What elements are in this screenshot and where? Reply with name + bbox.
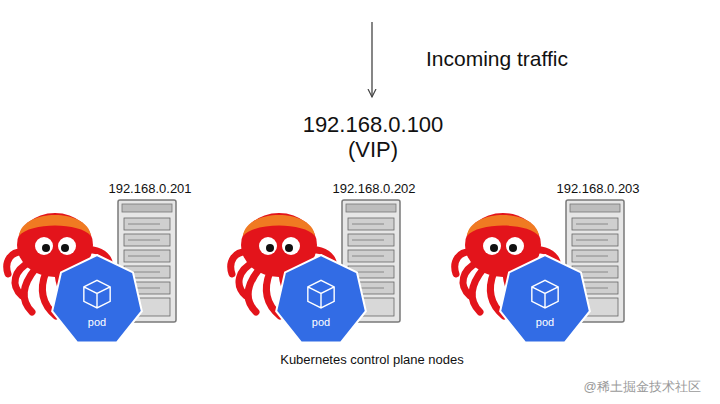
label-box: 192.168.0.203: [556, 181, 639, 196]
pod-icon: pod: [274, 254, 368, 348]
label-box: 192.168.0.202: [332, 181, 415, 196]
label-box: @稀土掘金技术社区: [583, 378, 700, 396]
pod-outline: [50, 254, 144, 348]
caption: Kubernetes control plane nodes: [280, 352, 464, 367]
pod-label: pod: [498, 316, 592, 328]
label-text: Incoming traffic: [426, 47, 568, 70]
pod-icon: pod: [50, 254, 144, 348]
pod-icon: pod: [498, 254, 592, 348]
pod-outline: [498, 254, 592, 348]
caption-box: Kubernetes control plane nodes: [280, 352, 464, 367]
label-box: 192.168.0.100: [303, 112, 444, 138]
pod-label: pod: [50, 316, 144, 328]
label-box: Incoming traffic: [426, 47, 568, 71]
label-text: 192.168.0.201: [108, 181, 191, 196]
label-text: 192.168.0.100: [303, 112, 444, 137]
label-text: 192.168.0.202: [332, 181, 415, 196]
label-box: 192.168.0.201: [108, 181, 191, 196]
label-text: (VIP): [348, 137, 398, 162]
label-text: 192.168.0.203: [556, 181, 639, 196]
label-box: (VIP): [348, 137, 398, 163]
pod-label: pod: [274, 316, 368, 328]
pod-outline: [274, 254, 368, 348]
traffic-arrow: [371, 22, 372, 97]
watermark: @稀土掘金技术社区: [583, 379, 700, 394]
